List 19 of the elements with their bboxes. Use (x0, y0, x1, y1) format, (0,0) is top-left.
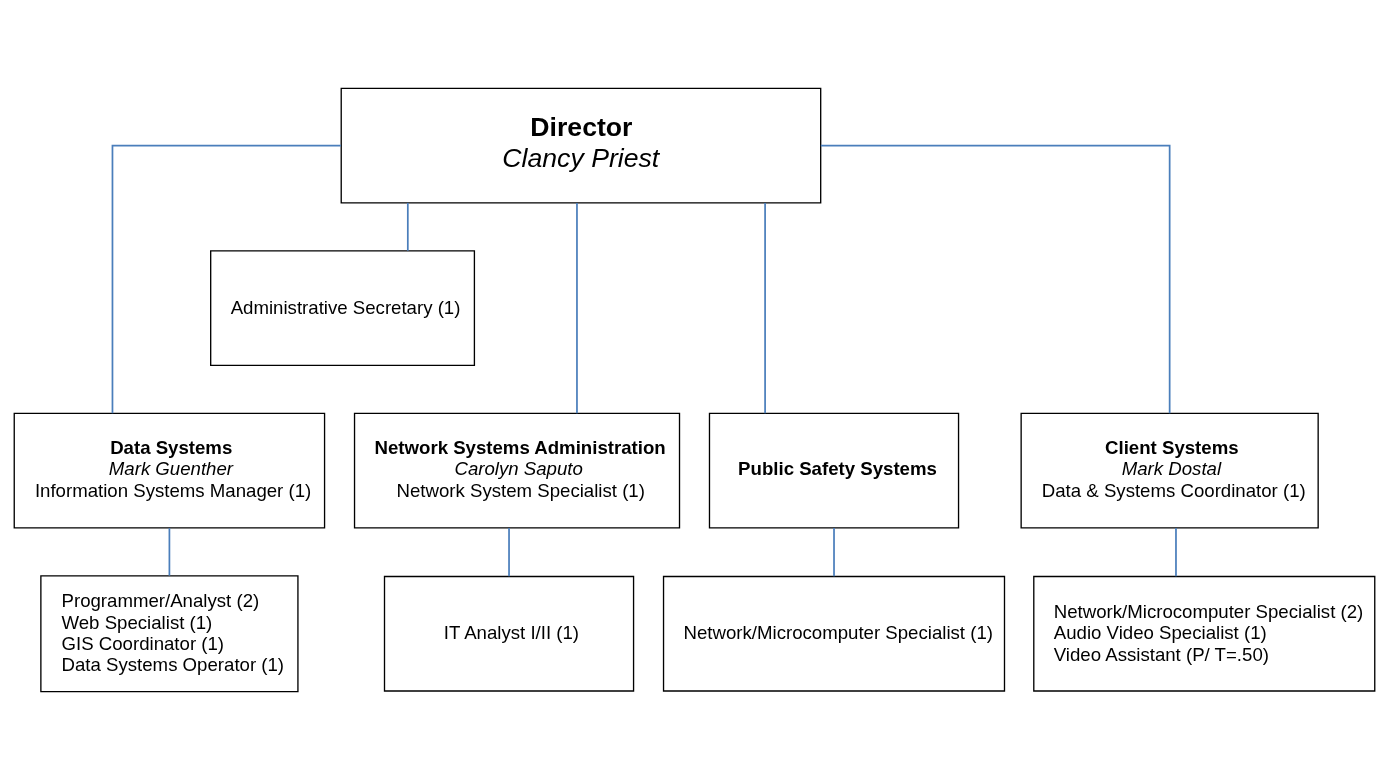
connector (508, 526, 510, 577)
connector (406, 201, 409, 252)
node-box: Network/Microcomputer Specialist (2) Audio Video Specialist (1) Video Assistant (P/ T=.50) (1033, 575, 1376, 692)
connector (764, 201, 766, 414)
connector (111, 144, 342, 414)
node-box: Public Safety Systems (708, 412, 960, 528)
node-box: Programmer/Analyst (2) Web Specialist (1) GIS Coordinator (1) Data Systems Operator (1) (40, 574, 299, 692)
connector (833, 526, 835, 577)
node-box: Network Systems Administration Carolyn Saputo Network System Specialist (1) (353, 412, 681, 528)
node-box: Director Clancy Priest (340, 87, 822, 204)
node-box: IT Analyst I/II (1) (383, 575, 635, 692)
connector (819, 144, 1171, 414)
connector (168, 526, 171, 576)
node-box: Client Systems Mark Dostal Data & Systems Coordinator (1) (1020, 412, 1319, 528)
node-box: Administrative Secretary (1) (210, 249, 476, 366)
connector (576, 201, 578, 414)
connector (1175, 526, 1177, 577)
node-box: Network/Microcomputer Specialist (1) (662, 575, 1006, 692)
node-box: Data Systems Mark Guenther Information Systems Manager (1) (13, 412, 326, 528)
